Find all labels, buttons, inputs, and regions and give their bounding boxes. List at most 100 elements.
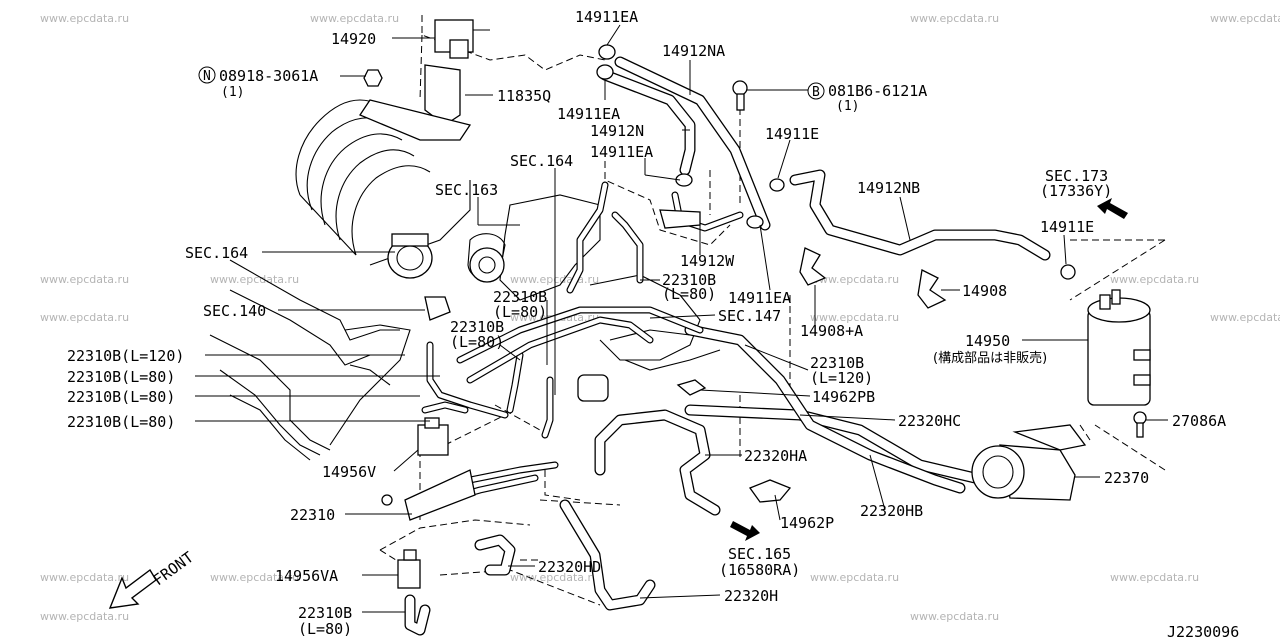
bolt	[1133, 411, 1147, 425]
watermark: www.epcdata.ru	[810, 571, 899, 584]
clip	[676, 379, 707, 396]
part-label: 14956VA	[275, 567, 338, 585]
section-ref: SEC.164	[510, 152, 573, 170]
part-label: 22310B	[662, 271, 716, 289]
part-label: 14911E	[1040, 218, 1094, 236]
part-label: 14950	[965, 332, 1010, 350]
nut-badge-icon	[198, 66, 216, 84]
part-label: 22310B	[450, 318, 504, 336]
part-label: 22310B	[298, 604, 352, 622]
part-label: 14962PB	[812, 388, 875, 406]
part-length: (L=120)	[810, 369, 873, 387]
clip	[748, 479, 792, 503]
part-label: 14911EA	[575, 8, 638, 26]
part-label: 14911EA	[728, 289, 791, 307]
clip	[917, 269, 947, 309]
pump	[469, 247, 505, 283]
hose-clamp	[598, 44, 616, 60]
part-label: 22310B(L=80)	[67, 368, 175, 386]
watermark: www.epcdata.ru	[40, 311, 129, 324]
part-length: (L=80)	[450, 333, 504, 351]
part-label: 08918-3061A	[219, 67, 318, 85]
watermark: www.epcdata.ru	[1210, 311, 1280, 324]
hose-clamp	[675, 173, 693, 187]
watermark: www.epcdata.ru	[1110, 273, 1199, 286]
watermark: www.epcdata.ru	[40, 273, 129, 286]
watermark: www.epcdata.ru	[810, 273, 899, 286]
watermark: www.epcdata.ru	[510, 571, 599, 584]
part-label: 14908	[962, 282, 1007, 300]
arrow-icon	[1097, 198, 1128, 219]
nut-badge-letter: N	[203, 69, 211, 84]
section-ref-number: (16580RA)	[719, 561, 800, 579]
bolt-badge-icon	[807, 82, 825, 100]
part-label: 14912W	[680, 252, 735, 270]
front-arrow-icon	[108, 568, 157, 609]
part-label: 14920	[331, 30, 376, 48]
part-label: 22310B(L=80)	[67, 413, 175, 431]
nut	[381, 494, 393, 506]
section-ref: SEC.173	[1045, 167, 1108, 185]
hose-clamp	[1060, 264, 1076, 280]
watermark: www.epcdata.ru	[210, 273, 299, 286]
front-label: FRONT	[150, 548, 197, 589]
section-ref: SEC.147	[718, 307, 781, 325]
watermark: www.epcdata.ru	[40, 610, 129, 623]
part-label: 14908+A	[800, 322, 863, 340]
parts	[359, 19, 1151, 589]
part-length: (L=80)	[493, 303, 547, 321]
watermark: www.epcdata.ru	[810, 311, 899, 324]
section-ref: SEC.140	[203, 302, 266, 320]
part-label: 22320HC	[898, 412, 961, 430]
part-label: 22310	[290, 506, 335, 524]
bracket	[404, 469, 476, 521]
watermark: www.epcdata.ru	[1110, 571, 1199, 584]
part-label: 14911E	[765, 125, 819, 143]
part-label: 22310B(L=80)	[67, 388, 175, 406]
part-label: 11835Q	[497, 87, 551, 105]
diagram-id: J2230096	[1167, 623, 1239, 640]
watermark: www.epcdata.ru	[40, 571, 129, 584]
hoses	[404, 56, 1051, 636]
part-label: 14956V	[322, 463, 376, 481]
part-label: 081B6-6121A	[828, 82, 927, 100]
leader-lines	[195, 24, 1168, 613]
watermark: www.epcdata.ru	[40, 12, 129, 25]
part-label: 22320HA	[744, 447, 807, 465]
hose-clamp	[769, 178, 785, 192]
part-length: (L=80)	[662, 285, 716, 303]
part-label: 14912NA	[662, 42, 725, 60]
section-ref: SEC.163	[435, 181, 498, 199]
nut	[363, 69, 383, 87]
hose-clamp	[746, 215, 764, 229]
arrows: FRONT	[108, 198, 1128, 609]
bolt-badge-letter: B	[812, 85, 820, 100]
engine-outline	[209, 99, 721, 461]
watermark: www.epcdata.ru	[910, 610, 999, 623]
arrow-icon	[730, 521, 760, 541]
part-label: 22310B(L=120)	[67, 347, 184, 365]
section-ref: SEC.165	[728, 545, 791, 563]
callout-labels: 14920 08918-3061A (1) 11835Q 14911EA 149…	[67, 8, 1239, 640]
hose-clamp	[596, 64, 614, 80]
part-label: 22310B	[493, 288, 547, 306]
watermark: www.epcdata.ru	[210, 571, 299, 584]
part-label: 14911EA	[557, 105, 620, 123]
section-ref: SEC.164	[185, 244, 248, 262]
part-label: 14962P	[780, 514, 834, 532]
watermark: www.epcdata.ru	[1210, 12, 1280, 25]
vacuum-valve	[417, 424, 449, 456]
part-label: 22370	[1104, 469, 1149, 487]
part-label: 14911EA	[590, 143, 653, 161]
part-qty: (1)	[836, 99, 859, 114]
part-qty: (1)	[221, 85, 244, 100]
part-label: 27086A	[1172, 412, 1226, 430]
part-label: 22310B	[810, 354, 864, 372]
part-label: 14912N	[590, 122, 644, 140]
vacuum-valve	[397, 559, 421, 589]
part-label: 22320HD	[538, 558, 601, 576]
clip	[799, 247, 827, 286]
part-note: (構成部品は非販売)	[933, 350, 1047, 366]
section-ref-number: (17336Y)	[1040, 182, 1112, 200]
